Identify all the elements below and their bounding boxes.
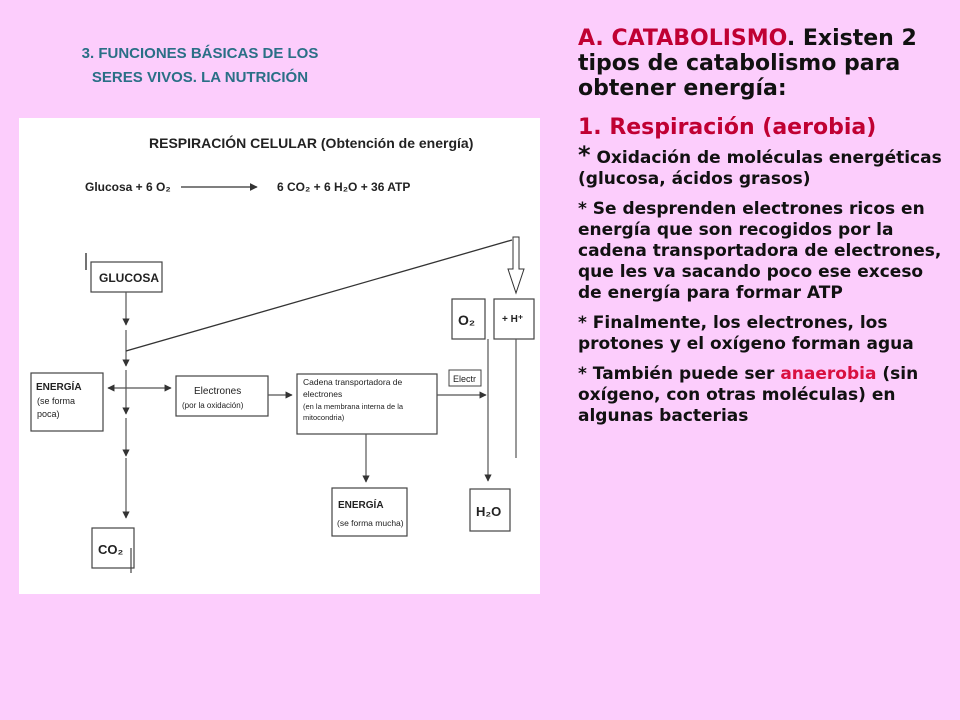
electr-box (448, 369, 482, 387)
text-column: A. CATABOLISMO. Existen 2 tipos de catab… (578, 26, 946, 436)
cadena-line4: mitocondria) (303, 413, 345, 422)
energia-bottom-line1: ENERGÍA (338, 498, 384, 511)
slide-title-line2: SERES VIVOS. LA NUTRICIÓN (91, 69, 309, 86)
slide-title: 3. FUNCIONES BÁSICAS DE LOS SERES VIVOS.… (30, 42, 370, 90)
co2-label: CO₂ (98, 542, 124, 557)
o2-box (451, 298, 486, 340)
bullet-electrones: * Se desprenden electrones ricos en ener… (578, 199, 942, 303)
o2-label: O₂ (458, 312, 475, 328)
co2-box (91, 527, 135, 569)
energia-left-line3: poca) (37, 409, 60, 419)
energia-bottom-line2: (se forma mucha) (337, 518, 404, 528)
glucosa-label: GLUCOSA (99, 271, 159, 285)
h-plus-label: + H⁺ (502, 314, 523, 325)
energia-left-box (30, 372, 104, 432)
energia-left-line2: (se forma (37, 396, 75, 406)
energia-left-line1: ENERGÍA (36, 380, 82, 393)
heading-rest: . Existen 2 tipos de catabolismo para ob… (578, 26, 917, 101)
electrones-box (175, 375, 269, 417)
electrones-line1: Electrones (194, 386, 241, 397)
h-plus-box (493, 298, 535, 340)
equation-right: 6 CO₂ + 6 H₂O + 36 ATP (277, 180, 410, 194)
h2o-box (469, 488, 511, 532)
energia-bottom-box (331, 487, 408, 537)
cadena-line2: electrones (303, 389, 342, 399)
catabolismo-heading: A. CATABOLISMO. Existen 2 tipos de catab… (578, 26, 946, 101)
bullet1-star: * (578, 141, 591, 169)
respiration-diagram: RESPIRACIÓN CELULAR (Obtención de energí… (19, 118, 540, 594)
diagonal-line (125, 239, 513, 352)
bullet1-text: Oxidación de moléculas energéticas (gluc… (578, 148, 942, 189)
h2o-label: H₂O (476, 504, 501, 519)
bullet-anaerobia: * También puede ser anaerobia (sin oxíge… (578, 364, 946, 427)
bullet4-post: (sin oxígeno, con otras moléculas) en al… (578, 364, 919, 426)
cadena-line3: (en la membrana interna de la (303, 402, 404, 411)
cadena-line1: Cadena transportadora de (303, 377, 403, 387)
cadena-box (296, 373, 438, 435)
equation-left: Glucosa + 6 O₂ (85, 180, 171, 194)
hollow-arrow-icon (507, 236, 525, 295)
diagram-svg: RESPIRACIÓN CELULAR (Obtención de energí… (30, 134, 535, 573)
respiracion-subheading: 1. Respiración (aerobia) (578, 115, 877, 140)
heading-accent: A. CATABOLISMO (578, 26, 787, 51)
electrones-line2: (por la oxidación) (182, 401, 244, 410)
electr-label: Electr (453, 374, 476, 384)
slide-title-line1: 3. FUNCIONES BÁSICAS DE LOS (81, 45, 319, 62)
bullet4-red: anaerobia (780, 364, 877, 384)
bullet-oxidacion: * Oxidación de moléculas energéticas (gl… (578, 143, 946, 190)
diagram-title: RESPIRACIÓN CELULAR (Obtención de energí… (149, 134, 473, 151)
bullet-agua: * Finalmente, los electrones, los proton… (578, 313, 914, 354)
bullet4-pre: * También puede ser (578, 364, 781, 384)
